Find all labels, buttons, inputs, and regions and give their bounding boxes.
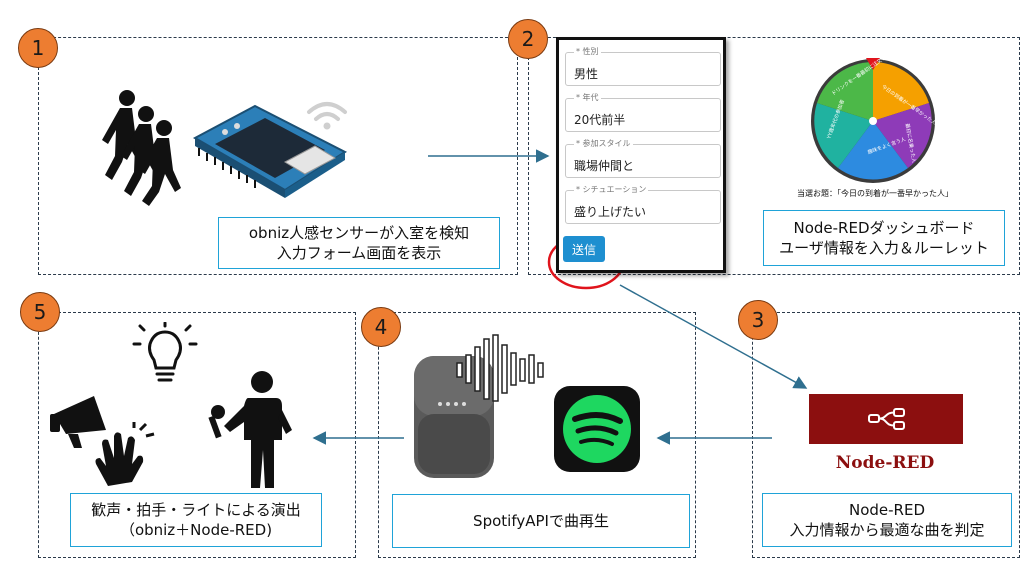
megaphone-icon [50,396,106,448]
form-field-age-value: 20代前半 [574,113,626,127]
node-red-logo [809,394,963,444]
step-3-caption-line-1: Node-RED [848,501,925,519]
step-number-4: 4 [361,307,401,347]
form-field-gender-label: * 性別 [574,46,601,57]
step-5-caption-line-2: （obniz＋Node-RED) [119,521,273,539]
node-red-logo-text: Node-RED [835,453,935,473]
step-2-caption: Node-REDダッシュボード ユーザ情報を入力＆ルーレット [763,210,1005,266]
roulette-result-caption: 当選お題：「今日の到着が一番早かった人」 [797,189,953,198]
roulette-wheel: 今日の到着が一番早かった人 最初に名乗った人 趣味をよく言う人 YY歳年代の参加… [811,56,938,183]
step-number-3: 3 [738,300,778,340]
step-3-caption-line-2: 入力情報から最適な曲を判定 [789,521,985,539]
submit-button[interactable]: 送信 [563,236,605,262]
form-field-age-label: * 年代 [574,92,601,103]
form-field-situation[interactable]: * シチュエーション 盛り上げたい [565,184,721,224]
node-red-flow-icon [868,408,905,430]
form-field-situation-label: * シチュエーション [574,184,649,195]
spotify-icon [554,386,640,472]
sound-wave-icon [456,334,544,402]
step-2-caption-line-1: Node-REDダッシュボード [793,219,975,237]
step-number-1: 1 [18,28,58,68]
panel-step-3 [752,312,1020,558]
panel-step-5 [38,312,356,558]
form-field-gender-value: 男性 [574,67,599,81]
form-field-style[interactable]: * 参加スタイル 職場仲間と [565,138,721,178]
input-form-screen: * 性別 男性 * 年代 20代前半 * 参加スタイル 職場仲間と * シチュエ… [556,37,726,273]
step-1-caption: obniz人感センサーが入室を検知 入力フォーム画面を表示 [218,217,500,269]
panel-step-4 [378,312,696,558]
step-5-caption: 歓声・拍手・ライトによる演出 （obniz＋Node-RED) [70,493,322,547]
arrow-2-to-3 [619,284,808,389]
step-4-caption-line-1: SpotifyAPIで曲再生 [473,512,609,530]
form-field-style-value: 職場仲間と [574,159,635,173]
singer-with-microphone-icon [208,371,292,488]
form-field-style-label: * 参加スタイル [574,138,633,149]
walking-people-icon [102,90,181,206]
clapping-hands-icon [95,422,155,486]
step-5-caption-line-1: 歓声・拍手・ライトによる演出 [91,501,301,519]
wifi-icon [307,102,347,130]
smart-speaker-icon [414,356,494,478]
step-2-caption-line-2: ユーザ情報を入力＆ルーレット [779,239,989,257]
form-field-age[interactable]: * 年代 20代前半 [565,92,721,132]
step-number-5: 5 [20,292,60,332]
step-1-caption-line-1: obniz人感センサーが入室を検知 [248,224,470,242]
form-field-gender[interactable]: * 性別 男性 [565,46,721,86]
step-number-2: 2 [508,19,548,59]
step-1-caption-line-2: 入力フォーム画面を表示 [276,244,442,262]
step-3-caption: Node-RED 入力情報から最適な曲を判定 [762,493,1012,547]
step-4-caption: SpotifyAPIで曲再生 [392,494,690,548]
light-bulb-icon [132,322,198,382]
form-field-situation-value: 盛り上げたい [574,205,647,219]
obniz-board-icon [192,104,348,198]
